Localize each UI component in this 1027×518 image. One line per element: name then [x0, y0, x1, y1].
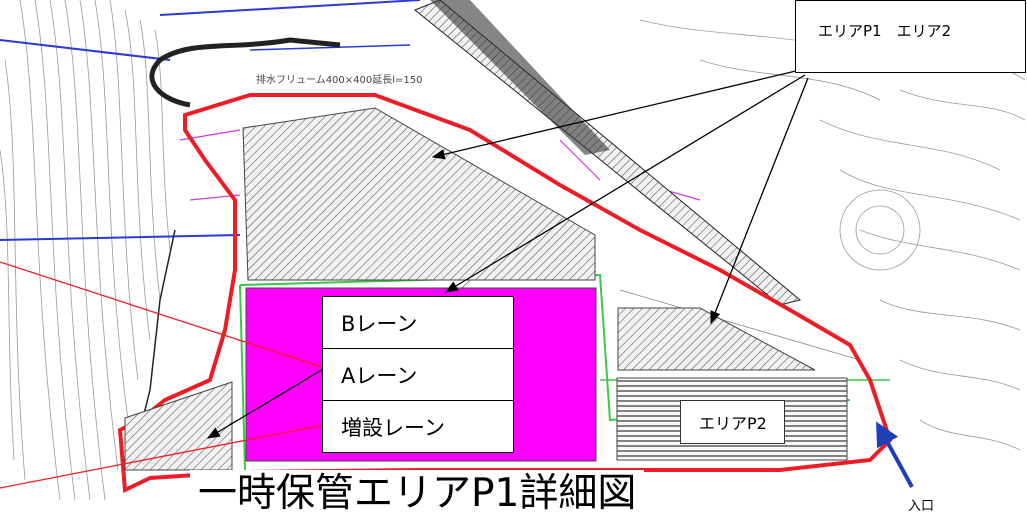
area-p1-zone [242, 107, 596, 281]
leader-lines [0, 261, 325, 489]
area-2-zone [617, 307, 816, 371]
callout-arrows [206, 69, 809, 439]
page-title: 一時保管エリアP1詳細図 [190, 470, 645, 518]
lane-b-label: Bレーン [322, 296, 514, 349]
road-embankment [414, 0, 802, 306]
drainage-curve [149, 37, 341, 108]
area-p2-label: エリアP2 [680, 400, 785, 444]
expansion-lane-label: 増設レーン [322, 400, 514, 453]
terrain-contours [0, 0, 1026, 501]
entrance-arrow [876, 421, 914, 488]
area-callout-label: エリアP1 エリア2 [795, 0, 1026, 73]
entrance-label: 入口 [905, 495, 938, 514]
drawing-note: 排水フリューム400×400延長l=150 [256, 73, 423, 86]
lane-a-label: Aレーン [322, 348, 514, 401]
